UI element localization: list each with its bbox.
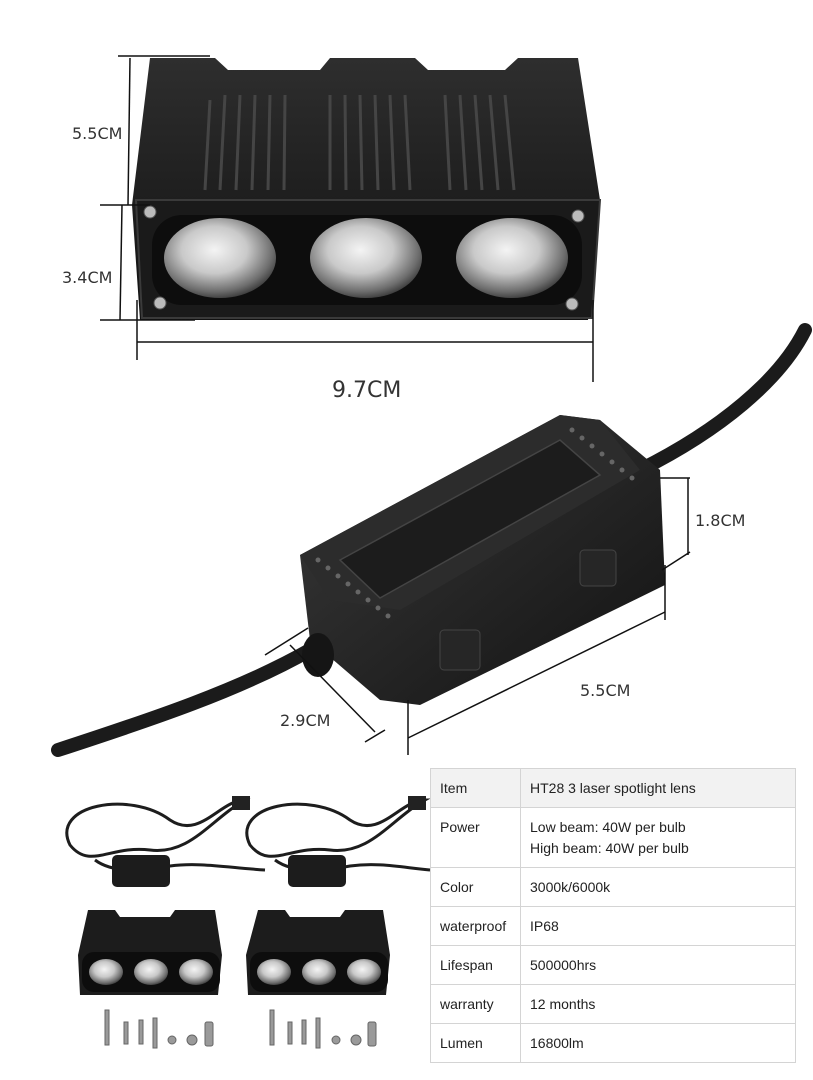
table-row: Item HT28 3 laser spotlight lens <box>430 768 796 808</box>
controller-dimension-lines <box>264 477 691 755</box>
spec-table: Item HT28 3 laser spotlight lens Power L… <box>430 768 796 1063</box>
headlight-dimension-lines <box>100 55 594 382</box>
spec-label: waterproof <box>430 906 521 946</box>
lens-right <box>456 218 568 298</box>
package-contents-illustration <box>65 796 431 1049</box>
spec-value: IP68 <box>520 906 796 946</box>
controller-length-label: 5.5CM <box>580 681 631 700</box>
spec-value: 3000k/6000k <box>520 867 796 907</box>
table-row: Lumen 16800lm <box>430 1023 796 1063</box>
spec-value: 500000hrs <box>520 945 796 985</box>
headlight-height-lens-label: 3.4CM <box>62 268 113 287</box>
spec-label: Lifespan <box>430 945 521 985</box>
headlight-height-top-label: 5.5CM <box>72 124 123 143</box>
controller-width-label: 2.9CM <box>280 711 331 730</box>
spec-label: Color <box>430 867 521 907</box>
table-row: warranty 12 months <box>430 984 796 1024</box>
lens-middle <box>310 218 422 298</box>
table-row: waterproof IP68 <box>430 906 796 946</box>
table-row: Color 3000k/6000k <box>430 867 796 907</box>
controller-height-label: 1.8CM <box>695 511 746 530</box>
headlight-body <box>132 58 602 320</box>
spec-label: warranty <box>430 984 521 1024</box>
spec-value: Low beam: 40W per bulb High beam: 40W pe… <box>520 807 796 868</box>
spec-label: Power <box>430 807 521 868</box>
lens-left <box>164 218 276 298</box>
table-row: Power Low beam: 40W per bulb High beam: … <box>430 807 796 868</box>
headlight-width-label: 9.7CM <box>332 378 402 403</box>
table-row: Lifespan 500000hrs <box>430 945 796 985</box>
spec-label: Lumen <box>430 1023 521 1063</box>
spec-label: Item <box>430 768 521 808</box>
spec-value: 12 months <box>520 984 796 1024</box>
spec-value: 16800lm <box>520 1023 796 1063</box>
spec-value: HT28 3 laser spotlight lens <box>520 768 796 808</box>
controller-illustration <box>51 323 812 757</box>
